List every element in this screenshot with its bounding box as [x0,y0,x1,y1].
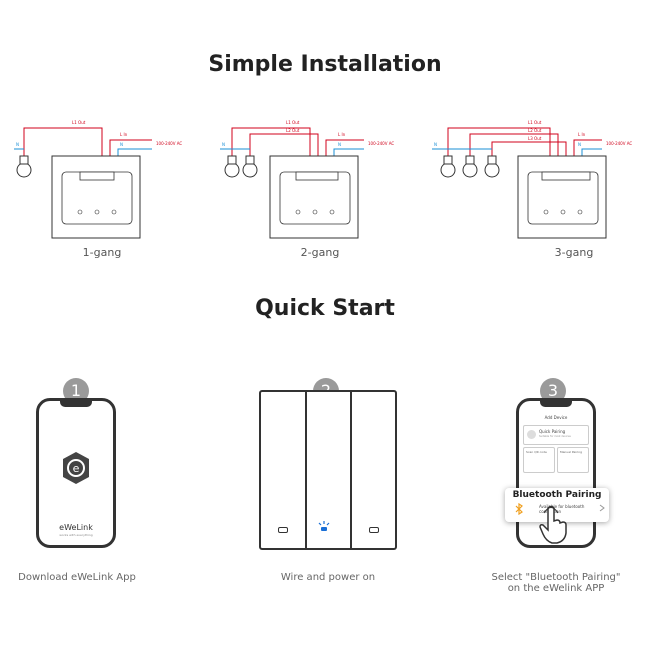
led-blinking-icon [318,521,330,531]
n-label: N [222,142,225,147]
n-label: N [338,142,341,147]
voltage-label: 100-240V AC [156,141,182,146]
l3-out-label: L3 Out [528,136,542,141]
phone-notch [540,400,572,407]
add-device-header: Add Device [544,415,568,420]
gang-label-2: 2-gang [300,246,340,259]
l-in-label: L In [120,132,128,137]
l2-out-label: L2 Out [286,128,300,133]
scan-qr-card: Scan QR code [523,447,555,473]
step-3-caption-line2: on the eWelink APP [507,583,605,594]
quick-pairing-sub: Suitable for most devices [539,435,571,438]
n-label: N [120,142,123,147]
switch-led-indicator [369,527,379,533]
bluetooth-pairing-card[interactable]: Bluetooth Pairing Available for bluetoot… [505,488,609,522]
n-label: N [16,142,19,147]
ewelink-logo-icon: e [63,452,89,484]
phone-notch [60,400,92,407]
l-in-label: L In [338,132,346,137]
manual-pairing-label: Manual Pairing [560,450,583,454]
n-label: N [434,142,437,147]
app-tagline: works with everything [59,533,93,537]
step-1-caption: Download eWeLink App [18,572,136,583]
gang-label-3: 3-gang [554,246,594,259]
bluetooth-pairing-title: Bluetooth Pairing [512,490,602,500]
wall-switch-3-gang [259,390,397,550]
step-3-caption-line1: Select "Bluetooth Pairing" [491,572,621,583]
hand-tap-icon [539,505,567,544]
voltage-label: 100-240V AC [606,141,632,146]
l-in-label: L In [578,132,586,137]
l2-out-label: L2 Out [528,128,542,133]
wiring-diagram-1-gang: L1 Out L In N N 100-240V AC [14,120,182,239]
quick-pairing-icon [527,430,536,439]
section-title-installation: Simple Installation [208,52,442,77]
manual-pairing-card: Manual Pairing [557,447,589,473]
phone-add-device: Add Device Quick Pairing Suitable for mo… [516,398,596,548]
switch-led-indicator [278,527,288,533]
quick-pairing-card: Quick Pairing Suitable for most devices [523,425,589,445]
phone-ewelink-app: e eWeLink works with everything [36,398,116,548]
quick-pairing-label: Quick Pairing [539,429,566,434]
switch-divider [305,392,307,548]
bluetooth-icon [515,503,523,515]
switch-divider [350,392,352,548]
gang-label-1: 1-gang [82,246,122,259]
l1-out-label: L1 Out [72,120,86,125]
step-2-caption: Wire and power on [280,572,376,583]
section-title-quickstart: Quick Start [255,296,395,321]
svg-text:e: e [73,462,80,475]
chevron-right-icon [599,504,605,512]
l1-out-label: L1 Out [528,120,542,125]
app-name: eWeLink [59,523,93,532]
wiring-diagram-2-gang: L1 Out L2 Out L In N N 100-240V AC [220,120,394,239]
voltage-label: 100-240V AC [368,141,394,146]
wiring-diagram-3-gang: L1 Out L2 Out L3 Out L In N N 100-240V A… [432,120,632,239]
n-label: N [578,142,581,147]
l1-out-label: L1 Out [286,120,300,125]
scan-qr-label: Scan QR code [526,450,547,454]
